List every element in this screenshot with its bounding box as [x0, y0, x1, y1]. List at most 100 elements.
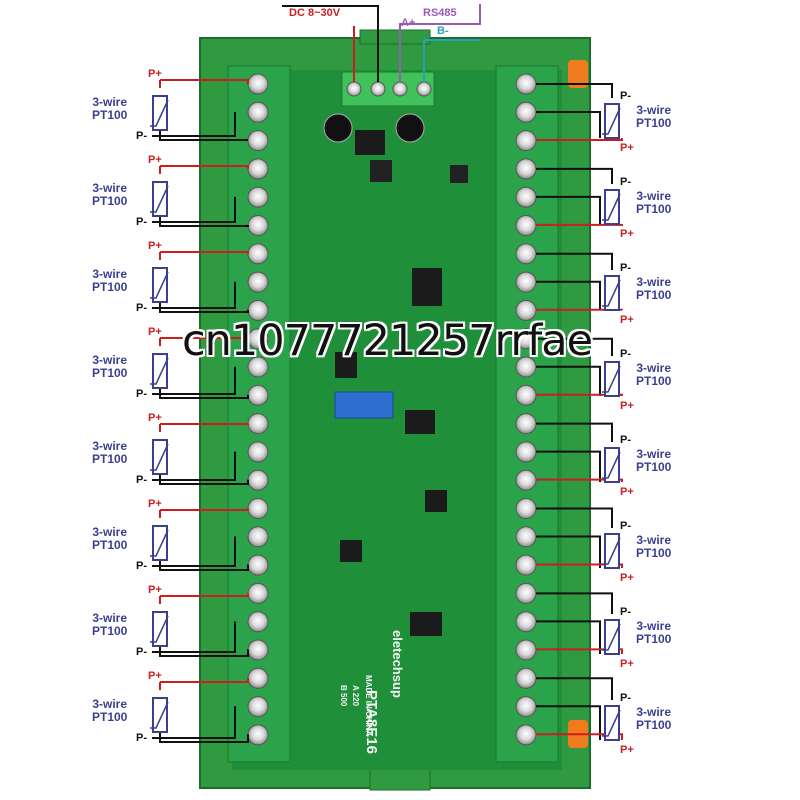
p-plus-label: P+	[620, 486, 634, 498]
wire-black	[536, 507, 613, 528]
wire-black	[536, 111, 601, 138]
rs485-a-label: A+	[401, 17, 416, 29]
power-terminal-screw	[416, 81, 432, 97]
rs485-label: RS485	[423, 7, 457, 19]
terminal-screw	[515, 526, 537, 548]
sensor-label-line1: 3-wire	[92, 697, 128, 711]
wire-red	[536, 223, 623, 226]
terminal-screw	[247, 413, 269, 435]
option-b-text: B 500	[339, 685, 348, 707]
wire-red	[536, 138, 623, 141]
terminal-screw	[515, 696, 537, 718]
wire-red	[536, 393, 623, 396]
p-minus-label: P-	[620, 434, 631, 446]
p-plus-label: P+	[620, 314, 634, 326]
terminal-screw	[515, 582, 537, 604]
terminal-screw	[247, 696, 269, 718]
power-terminal-screw	[346, 81, 362, 97]
wire-red	[159, 79, 249, 88]
wire-black	[536, 450, 601, 482]
wire-red	[159, 678, 249, 690]
sensor-label-line1: 3-wire	[92, 181, 128, 195]
brand-text: eletechsup	[390, 630, 405, 698]
terminal-screw	[247, 639, 269, 661]
p-plus-label: P+	[620, 744, 634, 756]
terminal-screw	[247, 667, 269, 689]
wire-black	[152, 536, 236, 567]
terminal-screw	[515, 554, 537, 576]
din-clip	[568, 60, 588, 88]
wire-black	[536, 422, 613, 442]
wire-black	[152, 281, 236, 309]
wire-black	[536, 252, 613, 270]
p-minus-label: P-	[136, 388, 147, 400]
sensor-label-line2: PT100	[92, 624, 128, 638]
terminal-screw	[247, 186, 269, 208]
wire-red	[159, 508, 249, 518]
sensor-label-line1: 3-wire	[92, 353, 128, 367]
p-plus-label: P+	[148, 68, 162, 80]
p-minus-label: P-	[136, 732, 147, 744]
terminal-screw	[515, 271, 537, 293]
wire-red	[159, 165, 249, 174]
p-plus-label: P+	[620, 228, 634, 240]
p-minus-label: P-	[620, 606, 631, 618]
terminal-screw	[247, 356, 269, 378]
terminal-screw	[247, 582, 269, 604]
terminal-screw	[247, 271, 269, 293]
wire-black	[152, 112, 236, 137]
terminal-screw	[515, 639, 537, 661]
p-minus-label: P-	[136, 646, 147, 658]
p-plus-label: P+	[620, 400, 634, 412]
terminal-screw	[247, 158, 269, 180]
p-plus-label: P+	[620, 142, 634, 154]
option-a-text: A 220	[351, 685, 360, 707]
sensor-label-line1: 3-wire	[636, 447, 672, 461]
sensor-label-line1: 3-wire	[636, 275, 672, 289]
pt100-resistor-symbol	[150, 697, 169, 733]
terminal-screw	[515, 469, 537, 491]
terminal-screw	[515, 73, 537, 95]
wire-black	[536, 280, 601, 310]
sensor-label-line1: 3-wire	[636, 189, 672, 203]
terminal-screw	[247, 243, 269, 265]
p-minus-label: P-	[136, 560, 147, 572]
wire-red	[536, 733, 623, 740]
pt100-resistor-symbol	[150, 267, 169, 303]
p-minus-label: P-	[136, 216, 147, 228]
sensor-label-line2: PT100	[636, 116, 672, 130]
terminal-screw	[515, 498, 537, 519]
sensor-label-line1: 3-wire	[92, 95, 128, 109]
pt100-resistor-symbol	[150, 95, 169, 131]
wire-black	[536, 337, 613, 356]
sensor-label-line2: PT100	[92, 710, 128, 724]
wire-red	[536, 563, 623, 568]
sensor-label-line1: 3-wire	[636, 705, 672, 719]
wire-red	[159, 251, 249, 260]
sensor-label-line2: PT100	[92, 366, 128, 380]
sensor-label-line2: PT100	[636, 374, 672, 388]
wire-black	[152, 451, 236, 481]
pt100-resistor-symbol	[602, 361, 621, 397]
terminal-screw	[247, 498, 269, 519]
pt100-resistor-symbol	[150, 181, 169, 217]
sensor-label-line1: 3-wire	[92, 525, 128, 539]
p-plus-label: P+	[148, 154, 162, 166]
wire-black	[536, 592, 613, 614]
p-minus-label: P-	[620, 692, 631, 704]
wire-black	[536, 195, 601, 224]
sensor-label-line1: 3-wire	[92, 439, 128, 453]
power-terminal-screw	[392, 81, 408, 97]
p-plus-label: P+	[620, 572, 634, 584]
origin-text: MADE IN CHINA	[364, 675, 373, 737]
sensor-label-line2: PT100	[636, 632, 672, 646]
wire-red	[159, 593, 249, 604]
wire-black	[159, 130, 248, 141]
